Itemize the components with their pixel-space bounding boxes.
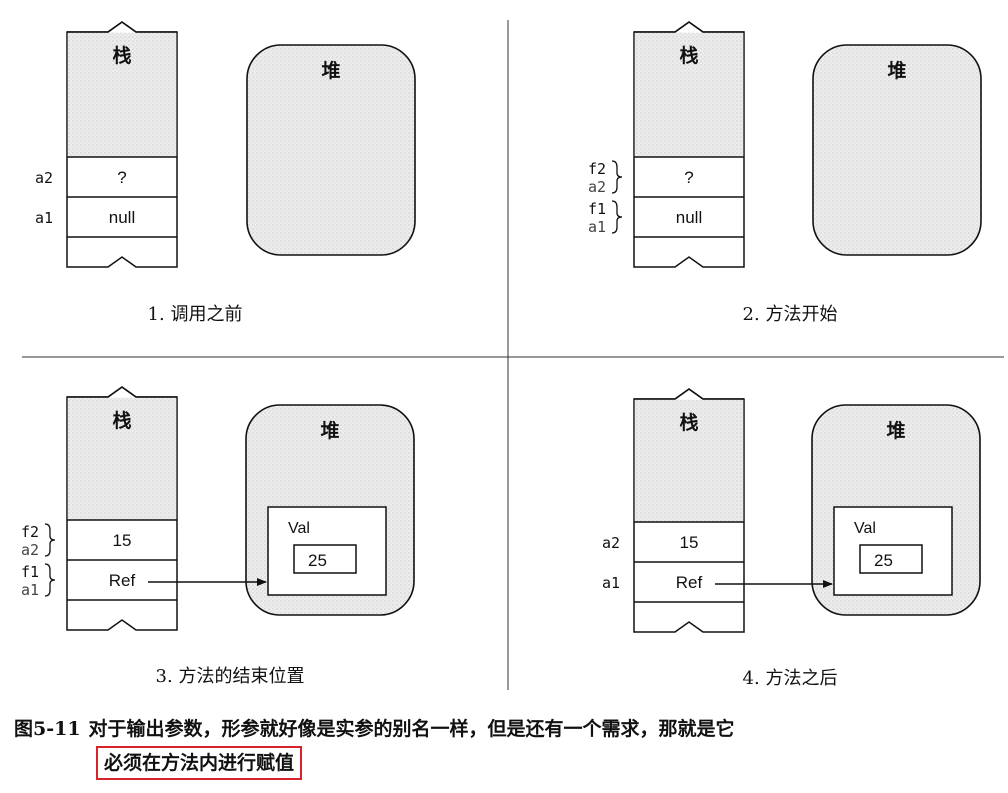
stack-slot-value: null <box>676 208 702 227</box>
stack-free-area <box>67 32 177 157</box>
heap-object-field <box>293 544 357 574</box>
heap-label: 堆 <box>320 419 339 442</box>
stack-slot-value: Ref <box>109 571 136 590</box>
stack-slot-value: Ref <box>676 573 703 592</box>
panel-caption: 3. 方法的结束位置 <box>156 666 305 687</box>
variable-name-actual: a1 <box>588 218 606 236</box>
heap-object-field <box>859 544 923 574</box>
heap-label: 堆 <box>886 419 905 442</box>
panel-caption: 4. 方法之后 <box>743 668 838 689</box>
stack-slot-value: 15 <box>680 533 699 552</box>
heap-object <box>267 506 387 596</box>
stack-free-area <box>67 397 177 520</box>
stack-slot-value: ? <box>117 168 126 187</box>
stack-slot-value: ? <box>684 168 693 187</box>
heap <box>812 44 982 256</box>
stack-label: 栈 <box>679 44 698 67</box>
panel-1: 栈? a2 null a1 堆 1. 调用之前 <box>35 21 416 325</box>
alias-brace <box>44 523 56 557</box>
caption-highlight: 必须在方法内进行赋值 <box>96 746 303 780</box>
variable-name-formal: f2 <box>21 523 39 541</box>
variable-name-formal: f1 <box>21 563 39 581</box>
variable-name-actual: a2 <box>588 178 606 196</box>
stack-free-area <box>634 399 744 522</box>
panel-caption: 2. 方法开始 <box>743 304 838 325</box>
variable-name-actual: a2 <box>21 541 39 559</box>
heap-object-label: Val <box>854 520 876 537</box>
heap-object-value: 25 <box>874 551 893 570</box>
alias-brace <box>611 160 623 194</box>
heap-label: 堆 <box>321 59 340 82</box>
panel-caption: 1. 调用之前 <box>148 304 243 325</box>
stack-label: 栈 <box>679 411 698 434</box>
heap-object-label: Val <box>288 520 310 537</box>
heap <box>246 44 416 256</box>
figure-number: 图5-11 <box>14 718 81 740</box>
alias-brace <box>611 200 623 234</box>
variable-name: a1 <box>602 574 620 592</box>
stack-label: 栈 <box>112 409 131 432</box>
variable-name: a1 <box>35 209 53 227</box>
variable-name: a2 <box>602 534 620 552</box>
variable-name-formal: f1 <box>588 200 606 218</box>
variable-name-formal: f2 <box>588 160 606 178</box>
stack-slot-value: null <box>109 208 135 227</box>
variable-name: a2 <box>35 169 53 187</box>
stack-slot-value: 15 <box>113 531 132 550</box>
caption-text: 对于输出参数，形参就好像是实参的别名一样，但是还有一个需求，那就是它 <box>88 718 735 740</box>
heap-object-value: 25 <box>308 551 327 570</box>
stack-free-area <box>634 32 744 157</box>
variable-name-actual: a1 <box>21 581 39 599</box>
alias-brace <box>44 563 56 597</box>
heap-label: 堆 <box>887 59 906 82</box>
stack-label: 栈 <box>112 44 131 67</box>
